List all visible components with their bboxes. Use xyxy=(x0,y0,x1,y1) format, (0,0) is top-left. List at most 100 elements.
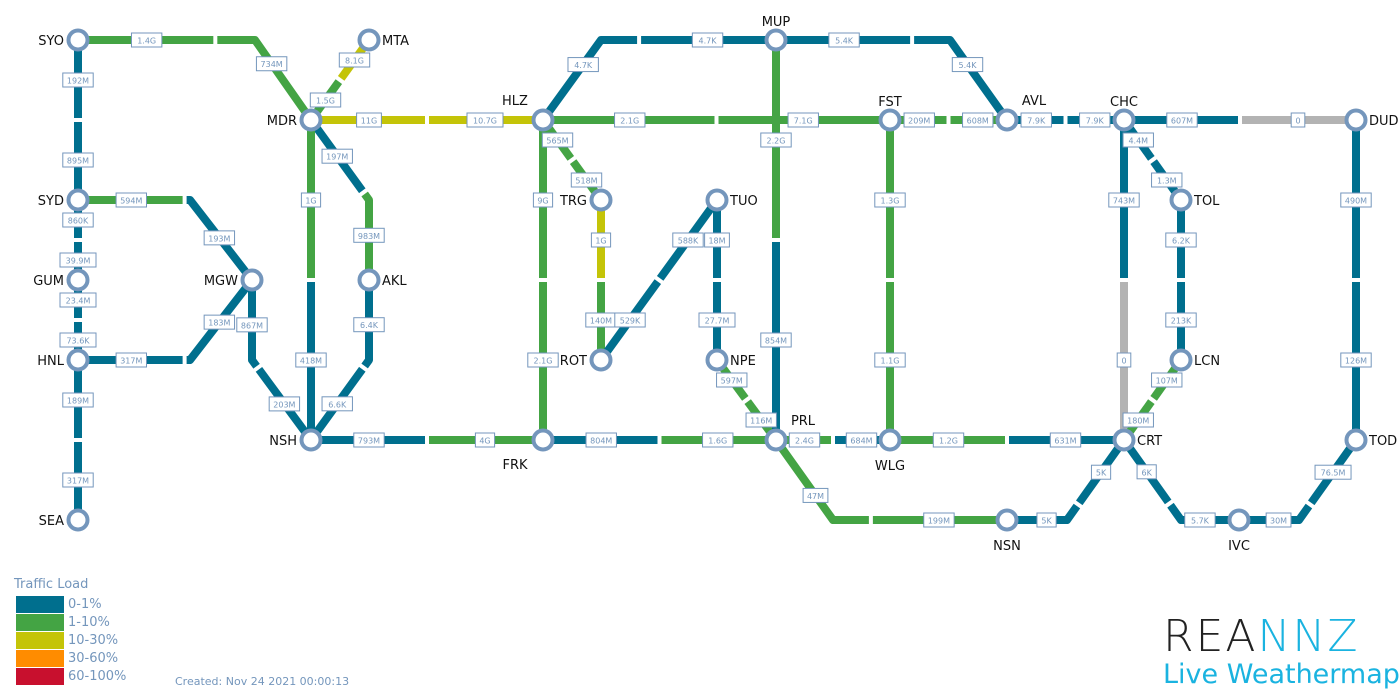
link-half-out[interactable] xyxy=(539,36,638,123)
link-crt-nsn[interactable] xyxy=(1007,437,1128,524)
node-label: MUP xyxy=(762,15,791,30)
node-circle-icon[interactable] xyxy=(531,108,555,132)
link-lcn-crt[interactable] xyxy=(1120,357,1185,443)
node-trg[interactable]: TRG xyxy=(559,188,613,212)
node-ivc[interactable]: IVC xyxy=(1227,508,1251,555)
link-half-in[interactable] xyxy=(361,191,373,280)
node-circle-icon[interactable] xyxy=(66,508,90,532)
link-label-text: 8.1G xyxy=(345,57,364,66)
node-circle-icon[interactable] xyxy=(764,28,788,52)
link-label-out: 18M xyxy=(704,232,730,248)
link-syo-mdr[interactable] xyxy=(78,36,315,123)
node-hlz[interactable]: HLZ xyxy=(502,94,555,132)
link-half-out[interactable] xyxy=(248,280,260,369)
node-circle-icon[interactable] xyxy=(357,28,381,52)
node-hnl[interactable]: HNL xyxy=(37,348,90,372)
link-ivc-tod[interactable] xyxy=(1239,437,1360,524)
node-nsn[interactable]: NSN xyxy=(993,508,1021,555)
link-label-in: 734M xyxy=(255,56,288,72)
link-label-box xyxy=(1265,512,1292,528)
created-timestamp: Created: Nov 24 2021 00:00:13 xyxy=(175,675,350,688)
link-prl-nsn[interactable] xyxy=(772,437,1007,524)
node-circle-icon[interactable] xyxy=(66,348,90,372)
node-circle-icon[interactable] xyxy=(878,108,902,132)
node-tuo[interactable]: TUO xyxy=(705,188,758,212)
node-circle-icon[interactable] xyxy=(589,188,613,212)
link-half-in[interactable] xyxy=(186,277,256,364)
node-circle-icon[interactable] xyxy=(589,348,613,372)
link-label-in: 5.7K xyxy=(1184,512,1216,528)
node-dud[interactable]: DUD xyxy=(1344,108,1399,132)
link-hlz-trg[interactable] xyxy=(539,117,605,203)
node-tol[interactable]: TOL xyxy=(1169,188,1221,212)
node-circle-icon[interactable] xyxy=(66,188,90,212)
node-circle-icon[interactable] xyxy=(1112,108,1136,132)
node-syd[interactable]: SYD xyxy=(38,188,90,212)
link-half-out[interactable] xyxy=(1239,503,1313,524)
node-syo[interactable]: SYO xyxy=(38,28,90,52)
link-hlz-mup[interactable] xyxy=(539,36,776,123)
node-chc[interactable]: CHC xyxy=(1110,95,1138,132)
node-mdr[interactable]: MDR xyxy=(267,108,323,132)
legend-label: 30-60% xyxy=(68,650,119,666)
node-circle-icon[interactable] xyxy=(705,188,729,212)
link-chc-tol[interactable] xyxy=(1120,117,1185,203)
link-crt-ivc[interactable] xyxy=(1120,437,1239,524)
node-circle-icon[interactable] xyxy=(66,268,90,292)
link-half-in[interactable] xyxy=(186,196,256,283)
node-nsh[interactable]: NSH xyxy=(269,428,323,452)
node-circle-icon[interactable] xyxy=(240,268,264,292)
link-label-box xyxy=(951,57,984,73)
link-tuo-rot[interactable] xyxy=(597,197,721,363)
link-npe-prl[interactable] xyxy=(713,357,780,443)
link-half-out[interactable] xyxy=(772,437,869,524)
link-half-in[interactable] xyxy=(1007,503,1081,524)
link-label-text: 631M xyxy=(1054,437,1076,446)
node-circle-icon[interactable] xyxy=(1169,188,1193,212)
link-half-out[interactable] xyxy=(361,280,373,369)
node-circle-icon[interactable] xyxy=(66,28,90,52)
node-circle-icon[interactable] xyxy=(705,348,729,372)
node-circle-icon[interactable] xyxy=(995,508,1019,532)
node-crt[interactable]: CRT xyxy=(1112,428,1163,452)
node-mgw[interactable]: MGW xyxy=(204,268,264,292)
node-circle-icon[interactable] xyxy=(357,268,381,292)
node-gum[interactable]: GUM xyxy=(33,268,90,292)
node-wlg[interactable]: WLG xyxy=(875,428,905,475)
node-prl[interactable]: PRL xyxy=(764,414,816,452)
node-circle-icon[interactable] xyxy=(1344,108,1368,132)
node-tod[interactable]: TOD xyxy=(1344,428,1398,452)
link-mdr-mta[interactable] xyxy=(307,37,373,123)
node-sea[interactable]: SEA xyxy=(39,508,90,532)
link-half-in[interactable] xyxy=(217,36,315,123)
node-circle-icon[interactable] xyxy=(995,108,1019,132)
link-label-in: 213K xyxy=(1165,312,1197,328)
node-circle-icon[interactable] xyxy=(764,428,788,452)
node-fst[interactable]: FST xyxy=(878,95,902,132)
link-label-text: 0 xyxy=(1295,117,1300,126)
node-circle-icon[interactable] xyxy=(878,428,902,452)
node-rot[interactable]: ROT xyxy=(560,348,613,372)
link-label-out: 743M xyxy=(1108,192,1140,208)
node-akl[interactable]: AKL xyxy=(357,268,408,292)
link-label-out: 594M xyxy=(115,192,148,208)
link-half-in[interactable] xyxy=(914,36,1011,123)
node-circle-icon[interactable] xyxy=(1227,508,1251,532)
link-label-box xyxy=(309,92,342,108)
link-half-in[interactable] xyxy=(1167,502,1239,524)
node-circle-icon[interactable] xyxy=(1344,428,1368,452)
node-lcn[interactable]: LCN xyxy=(1169,348,1221,372)
node-label: ROT xyxy=(560,354,587,369)
node-frk[interactable]: FRK xyxy=(502,428,555,474)
node-mta[interactable]: MTA xyxy=(357,28,410,52)
link-label-box xyxy=(1166,112,1198,128)
node-mup[interactable]: MUP xyxy=(762,15,791,52)
link-label-out: 6.2K xyxy=(1165,232,1197,248)
node-circle-icon[interactable] xyxy=(299,108,323,132)
node-circle-icon[interactable] xyxy=(1169,348,1193,372)
node-npe[interactable]: NPE xyxy=(705,348,756,372)
node-avl[interactable]: AVL xyxy=(995,94,1047,132)
node-circle-icon[interactable] xyxy=(299,428,323,452)
node-circle-icon[interactable] xyxy=(531,428,555,452)
node-circle-icon[interactable] xyxy=(1112,428,1136,452)
